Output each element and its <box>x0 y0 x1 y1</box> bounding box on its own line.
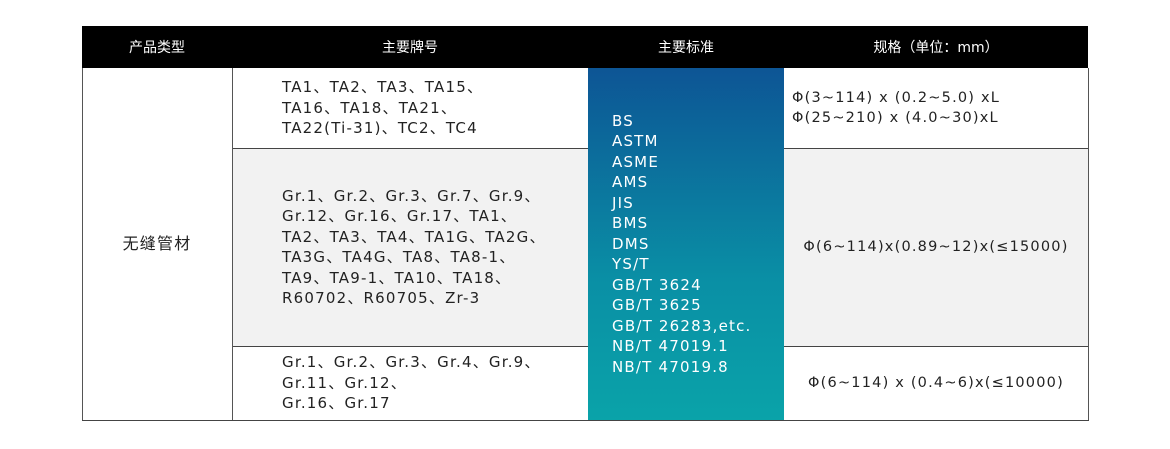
spec-cell: Φ(3~114) x (0.2~5.0) xL Φ(25~210) x (4.0… <box>792 90 1001 126</box>
divider <box>1088 68 1089 420</box>
header-spec: 规格（单位：mm） <box>784 26 1088 68</box>
row-bg-grade <box>232 148 588 346</box>
spec-cell: Φ(6~114) x (0.4~6)x(≤10000) <box>808 374 1064 391</box>
header-standard: 主要标准 <box>588 26 784 68</box>
divider <box>784 148 1088 149</box>
divider <box>82 420 1089 421</box>
grade-cell: Gr.1、Gr.2、Gr.3、Gr.7、Gr.9、 Gr.12、Gr.16、Gr… <box>282 186 546 308</box>
header-product-type: 产品类型 <box>82 26 232 68</box>
divider <box>82 68 83 420</box>
spec-cell: Φ(6~114)x(0.89~12)x(≤15000) <box>803 238 1069 255</box>
divider <box>232 148 588 149</box>
header-grade: 主要牌号 <box>232 26 588 68</box>
grade-cell: Gr.1、Gr.2、Gr.3、Gr.4、Gr.9、 Gr.11、Gr.12、 G… <box>282 353 541 413</box>
grade-cell: TA1、TA2、TA3、TA15、 TA16、TA18、TA21、 TA22(T… <box>282 78 484 138</box>
product-type: 无缝管材 <box>122 233 192 253</box>
row-bg-spec <box>784 148 1088 346</box>
divider <box>232 68 233 420</box>
divider <box>232 346 588 347</box>
standards-cell: BS ASTM ASME AMS JIS BMS DMS YS/T GB/T 3… <box>588 68 784 420</box>
divider <box>784 346 1088 347</box>
